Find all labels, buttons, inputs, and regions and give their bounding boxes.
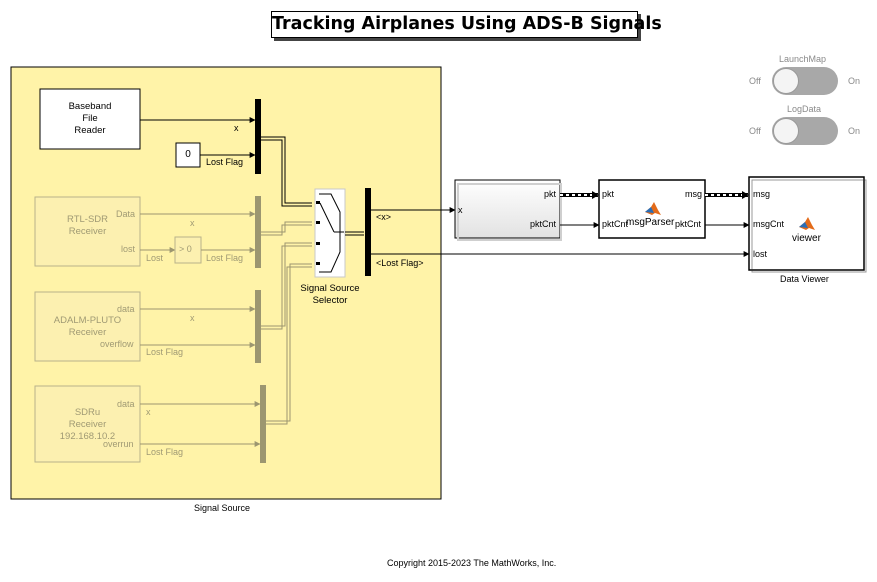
launchmap-off-label: Off [749, 76, 761, 86]
copyright-text: Copyright 2015-2023 The MathWorks, Inc. [387, 558, 557, 568]
receiver-out-pktcnt: pktCnt [530, 219, 557, 229]
parser-out-pktcnt: pktCnt [675, 219, 702, 229]
rtl-sdr-receiver-block[interactable] [34, 196, 141, 267]
sdru-label-line3: 192.168.10.2 [59, 431, 116, 442]
sdru-x-label: x [146, 407, 151, 417]
pluto-x-label: x [190, 313, 195, 323]
bus-creator-pluto[interactable] [255, 290, 261, 363]
compare-label: > 0 [179, 244, 192, 254]
baseband-lostflag-label: Lost Flag [206, 157, 244, 167]
baseband-file-reader-block[interactable] [39, 88, 141, 150]
constant-zero-block[interactable] [175, 142, 201, 168]
rtl-port-data: Data [116, 209, 136, 219]
logdata-on-label: On [848, 126, 861, 136]
rtl-lostflag-label: Lost Flag [206, 253, 244, 263]
logdata-toggle-knob [773, 118, 799, 144]
bus-lines-to-selector [261, 136, 312, 425]
rtl-label-line1: RTL-SDR [67, 214, 108, 225]
viewer-in-msg: msg [753, 189, 771, 199]
sdru-label-line2: Receiver [68, 419, 107, 430]
logdata-off-label: Off [749, 126, 761, 136]
viewer-in-msgcnt: msgCnt [753, 219, 785, 229]
sdru-receiver-block[interactable] [34, 385, 141, 463]
receiver-out-pkt: pkt [544, 189, 557, 199]
launchmap-toggle[interactable] [772, 67, 838, 95]
rtl-x-label: x [190, 218, 195, 228]
diagram-title: Tracking Airplanes Using ADS-B Signals [271, 11, 662, 38]
pluto-block-label: ADALM-PLUTO Receiver [35, 315, 140, 339]
pluto-label-line2: Receiver [68, 327, 107, 338]
rtl-label-line2: Receiver [68, 226, 107, 237]
receiver-subsystem-block[interactable] [454, 179, 561, 239]
demux-out-x: <x> [376, 212, 392, 222]
pluto-port-data: data [117, 304, 135, 314]
sdru-port-overrun: overrun [103, 439, 134, 449]
baseband-label-line2: File [82, 113, 98, 124]
launchmap-toggle-knob [773, 68, 799, 94]
sdru-lostflag-label: Lost Flag [146, 447, 184, 457]
rtl-block-label: RTL-SDR Receiver [35, 214, 140, 238]
pluto-port-overflow: overflow [100, 339, 134, 349]
pluto-label-line1: ADALM-PLUTO [53, 315, 122, 326]
logdata-toggle[interactable] [772, 117, 838, 145]
pluto-lostflag-label: Lost Flag [146, 347, 184, 357]
baseband-label-line3: Reader [74, 125, 106, 136]
sdru-port-data: data [117, 399, 135, 409]
baseband-label-line1: Baseband [68, 101, 112, 112]
parser-in-pkt: pkt [602, 189, 615, 199]
baseband-x-label: x [234, 123, 239, 133]
viewer-matlab-icon [799, 217, 815, 230]
bus-creator-baseband[interactable] [255, 99, 261, 174]
signal-source-label: Signal Source [194, 503, 251, 513]
data-viewer-label: Data Viewer [780, 274, 829, 284]
viewer-name: viewer [792, 233, 821, 244]
parser-in-pktcnt: pktCnt [602, 219, 629, 229]
viewer-in-lost: lost [753, 249, 768, 259]
matlab-function-icon [645, 202, 661, 215]
rtl-port-lost: lost [121, 244, 136, 254]
bus-creator-rtl[interactable] [255, 196, 261, 268]
selector-output-bus [345, 231, 364, 236]
bus-creator-sdru[interactable] [260, 385, 266, 463]
constant-value: 0 [185, 149, 191, 160]
launchmap-on-label: On [848, 76, 861, 86]
demux-out-lostflag: <Lost Flag> [376, 258, 424, 268]
logdata-label: LogData [787, 104, 822, 114]
selector-label-line2: Selector [312, 295, 348, 306]
sdru-block-label: SDRu Receiver 192.168.10.2 [35, 407, 140, 443]
parser-out-msg: msg [685, 189, 703, 199]
launchmap-label: LaunchMap [779, 54, 827, 64]
signal-source-selector-block[interactable] [314, 188, 346, 278]
parser-name: msgParser [626, 217, 675, 228]
sdru-label-line1: SDRu [74, 407, 101, 418]
rtl-lost-label: Lost [146, 253, 164, 263]
selector-label: Signal Source Selector [287, 283, 373, 307]
adalm-pluto-receiver-block[interactable] [34, 291, 141, 362]
selector-label-line1: Signal Source [300, 283, 360, 294]
baseband-block-label: Baseband File Reader [40, 101, 140, 137]
bus-selector[interactable] [365, 188, 371, 276]
receiver-in-x: x [458, 205, 463, 215]
